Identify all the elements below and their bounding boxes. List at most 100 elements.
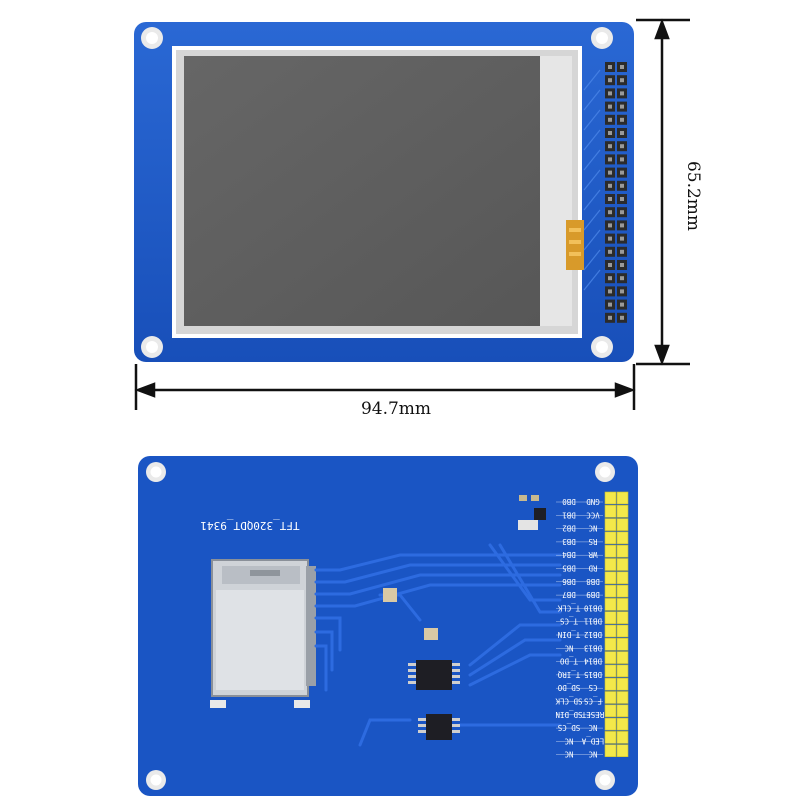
header-pin [616, 704, 629, 718]
pin-label: DB2 [562, 524, 576, 533]
header-pin [616, 731, 629, 744]
pin-label: RESET [581, 710, 604, 719]
header-pin [616, 651, 629, 664]
header-pin [616, 558, 629, 571]
mounting-hole-icon [595, 770, 615, 790]
pin-label: DB9 [586, 590, 600, 599]
pin-label: CS [588, 683, 598, 692]
header-pin [616, 571, 629, 585]
header-pin [604, 637, 617, 651]
pin-label-column: GNDDB0VCCDB1NCDB2RSDB3WRDB4RDDB5DB8DB6DB… [555, 497, 604, 759]
mounting-hole-icon [146, 462, 166, 482]
back-board: TFT_320QDT_9341 [138, 456, 638, 796]
header-pin [616, 624, 629, 638]
header-pin [604, 624, 617, 638]
header-pin [616, 504, 629, 518]
pin-label: T_CLK [557, 603, 580, 612]
pin-label: GND [586, 497, 600, 506]
pin-label: NC [588, 750, 597, 759]
header-pin [604, 704, 617, 718]
header-pin [616, 491, 629, 505]
pin-label: NC [564, 736, 573, 745]
header-pin [604, 664, 617, 678]
mounting-hole-icon [591, 336, 613, 358]
header-pin [604, 491, 617, 505]
width-label: 94.7mm [361, 399, 431, 419]
pin-label: DB5 [562, 564, 576, 573]
pin-label: NC [588, 723, 597, 732]
header-pin [616, 584, 629, 598]
pin-label: DB6 [562, 577, 576, 586]
pin-label: DB1 [562, 510, 576, 519]
header-pin [616, 677, 629, 691]
flex-cable [566, 220, 584, 270]
pin-label: SD_DO [557, 683, 580, 692]
pin-label: DB10 [583, 603, 602, 612]
header-pin [604, 584, 617, 598]
header-pin [616, 544, 629, 558]
header-pin [604, 651, 617, 664]
header-pin [616, 691, 629, 704]
header-pin [604, 531, 617, 545]
pin-label: RS [588, 537, 598, 546]
transistor [534, 508, 546, 520]
pin-label: RD [588, 564, 598, 573]
header-pin [604, 731, 617, 744]
header-pin [616, 744, 629, 758]
header-pin [604, 744, 617, 758]
flash-chip [418, 714, 460, 740]
pin-label: T_DO [559, 657, 578, 666]
mounting-hole-icon [591, 27, 613, 49]
header-pin [604, 611, 617, 625]
sd-card-slot [211, 559, 316, 697]
mounting-hole-icon [141, 336, 163, 358]
pin-label: DB15 [584, 670, 602, 679]
pin-label: DB0 [562, 497, 576, 506]
header-pin [616, 611, 629, 625]
pin-label: T_IRQ [557, 670, 580, 679]
header-pin [604, 571, 617, 585]
model-silkscreen: TFT_320QDT_9341 [200, 519, 299, 532]
header-pin [604, 518, 617, 531]
pin-label: F_CS [583, 697, 602, 706]
header-pin [616, 518, 629, 531]
pin-label: DB13 [584, 643, 602, 652]
header-pin [604, 717, 617, 731]
height-label: 65.2mm [683, 161, 703, 231]
pin-label: DB7 [562, 590, 576, 599]
width-dimension [134, 364, 636, 410]
pin-label: DB4 [562, 550, 576, 559]
pin-header-back [604, 491, 629, 758]
pin-label: SD_CS [557, 723, 580, 732]
lcd-screen [184, 56, 540, 326]
header-pin [604, 544, 617, 558]
height-dimension [636, 18, 690, 366]
mounting-hole-icon [146, 770, 166, 790]
pin-header-front [605, 62, 627, 323]
mounting-hole-icon [141, 27, 163, 49]
header-pin [604, 691, 617, 704]
pin-label: NC [588, 524, 597, 533]
header-pin [604, 558, 617, 571]
header-pin [604, 504, 617, 518]
pin-label: SD_DIN [555, 710, 582, 719]
pin-label: T_DIN [558, 630, 581, 639]
header-pin [616, 637, 629, 651]
pin-label: DB11 [584, 617, 602, 626]
header-pin [616, 531, 629, 545]
pin-label: LED_A [581, 736, 604, 745]
pin-label: T_CS [559, 617, 578, 626]
header-pin [604, 677, 617, 691]
header-pin [616, 598, 629, 611]
pin-label: NC [564, 750, 573, 759]
header-pin [604, 598, 617, 611]
front-board [134, 22, 634, 362]
mounting-hole-icon [595, 462, 615, 482]
pin-label: DB12 [584, 630, 602, 639]
pin-label: NC [564, 643, 573, 652]
pin-label: DB3 [562, 537, 576, 546]
touch-controller-chip [408, 660, 460, 690]
pin-label: SD_CLK [555, 697, 583, 706]
header-pin [616, 717, 629, 731]
